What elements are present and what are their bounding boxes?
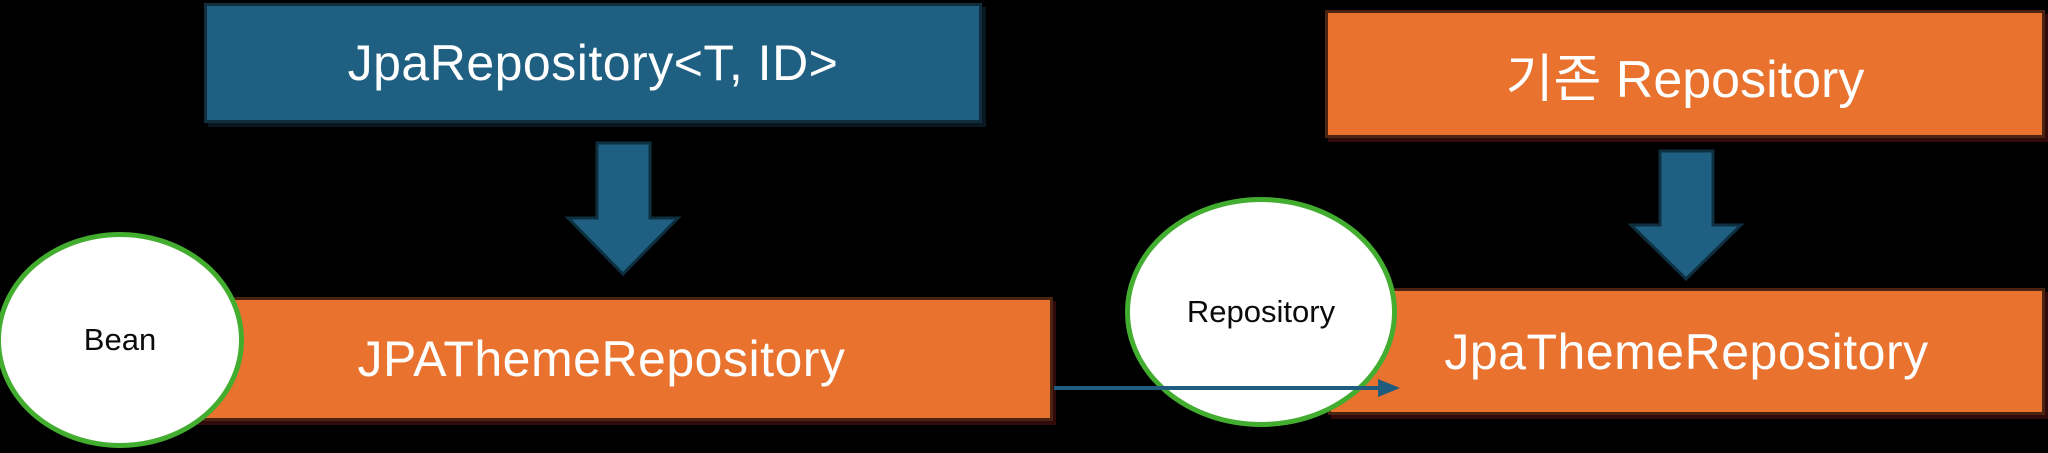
down-arrow-icon (1627, 149, 1745, 282)
existing-repository-box: 기존 Repository (1325, 10, 2045, 138)
repository-circle-label: Repository (1186, 294, 1336, 329)
jpa-theme-repository-box: JpaThemeRepository (1328, 288, 2045, 415)
jpa-repository-label: JpaRepository<T, ID> (347, 35, 839, 91)
jpatheme-repository-label: JPAThemeRepository (357, 331, 846, 387)
right-arrow-icon (1054, 379, 1400, 397)
jpa-theme-repository-label: JpaThemeRepository (1444, 323, 1929, 380)
down-arrow-icon (564, 141, 682, 277)
bean-circle: Bean (0, 232, 244, 448)
jpa-repository-box: JpaRepository<T, ID> (204, 3, 982, 123)
jpatheme-repository-box: JPAThemeRepository (150, 297, 1053, 421)
bean-circle-label: Bean (83, 322, 157, 357)
existing-repository-label: 기존 Repository (1505, 50, 1865, 109)
